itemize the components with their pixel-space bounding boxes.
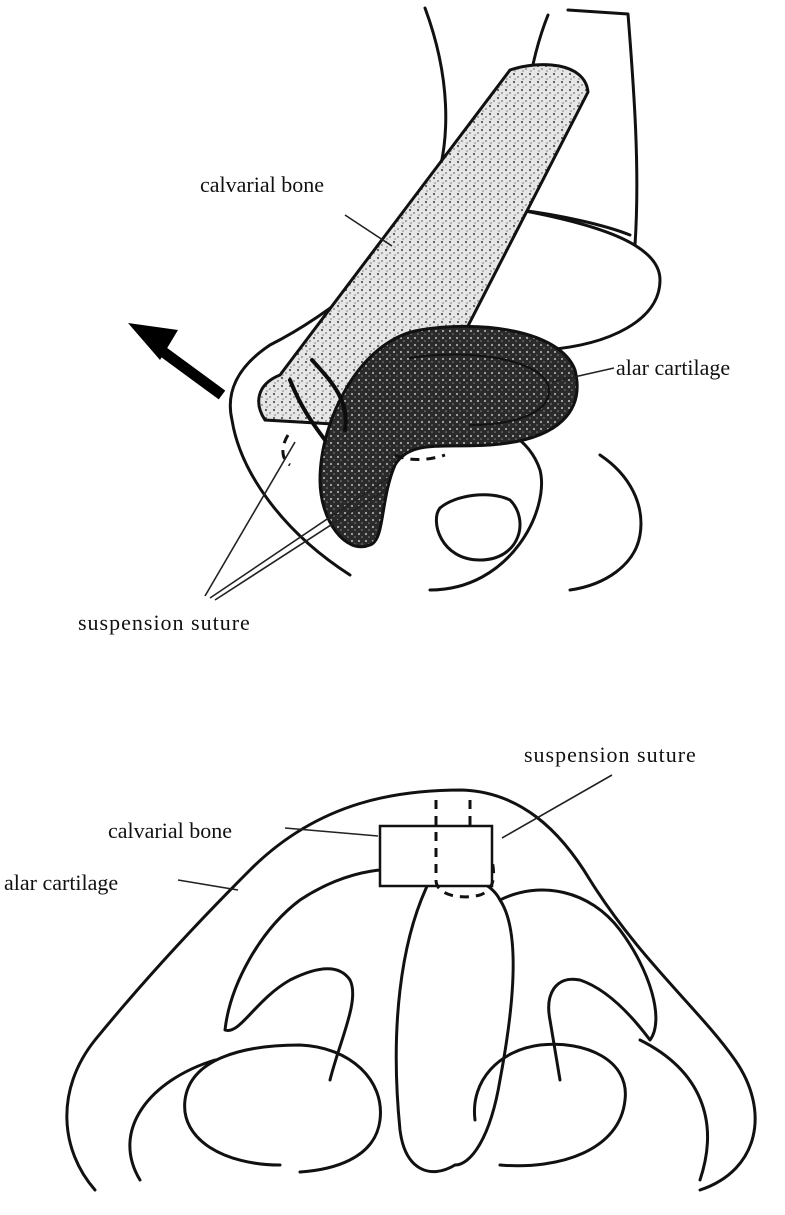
right-ala-rim [640,1040,708,1180]
leader-suspension-suture-1 [205,442,295,596]
ala-outline [520,210,660,350]
right-nostril [474,1044,625,1166]
leader-alar-cartilage-basal [178,880,238,890]
cheek-outer-edge [568,10,637,245]
basal-view: suspension suture calvarial bone alar ca… [4,742,755,1190]
left-ala-rim [130,1060,215,1180]
arrow-icon [128,323,222,395]
label-alar-cartilage-basal: alar cartilage [4,870,118,895]
leader-calvarial-bone-top [345,215,392,246]
label-suspension-suture-top: suspension suture [78,610,251,635]
cheek-curve-lower [570,455,641,590]
left-nostril [185,1045,381,1172]
columella [396,876,513,1172]
nostril-outline [436,495,520,560]
lateral-view: calvarial bone alar cartilage suspension… [78,8,730,635]
label-calvarial-bone-basal: calvarial bone [108,818,232,843]
right-alar-cartilage [500,890,656,1080]
label-suspension-suture-basal: suspension suture [524,742,697,767]
label-calvarial-bone-top: calvarial bone [200,172,324,197]
label-alar-cartilage-top: alar cartilage [616,355,730,380]
